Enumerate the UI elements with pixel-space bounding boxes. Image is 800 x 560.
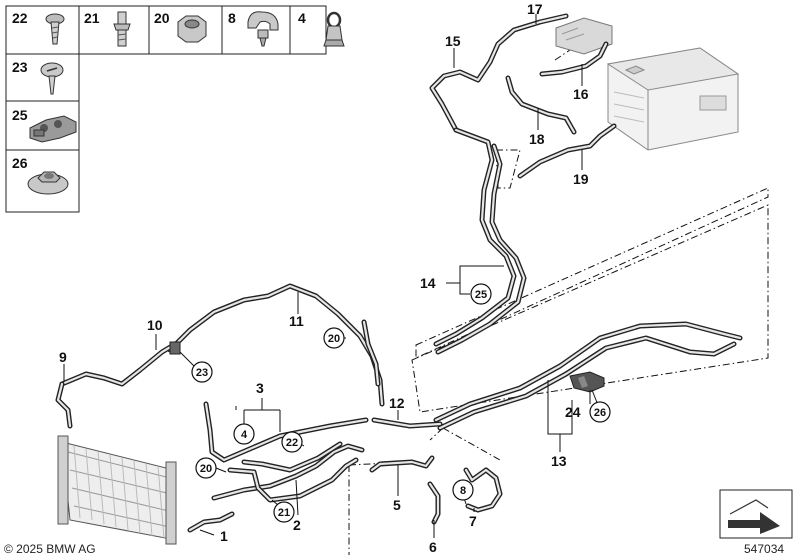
stud-icon — [113, 11, 131, 47]
callout-9: 9 — [59, 349, 67, 365]
circled-ref-26: 26 — [589, 401, 611, 423]
grid-cell-number: 25 — [12, 107, 28, 123]
callout-12: 12 — [389, 395, 405, 411]
copyright-text: © 2025 BMW AG — [4, 542, 96, 556]
bracket-clip-icon — [323, 11, 345, 47]
pipe-clamp-icon — [247, 11, 279, 47]
callout-13: 13 — [551, 453, 567, 469]
grid-cell-number: 22 — [12, 10, 28, 26]
grid-cell-4[interactable]: 4 — [298, 10, 345, 47]
callout-14: 14 — [420, 275, 436, 291]
circled-ref-label: 4 — [241, 429, 248, 441]
diagram-id: 547034 — [744, 542, 784, 556]
callout-7: 7 — [469, 513, 477, 529]
battery-bracket — [555, 17, 613, 55]
pipe-lines — [55, 13, 743, 533]
clip-23 — [169, 341, 181, 355]
bolt-icon — [45, 13, 65, 45]
circled-ref-label: 21 — [278, 507, 290, 519]
hex-nut-icon — [177, 15, 207, 43]
callout-5: 5 — [393, 497, 401, 513]
callout-10: 10 — [147, 317, 163, 333]
grid-cell-number: 4 — [298, 10, 306, 26]
callout-labels: 1 2 3 5 6 7 9 10 11 12 13 14 15 16 17 18… — [59, 1, 589, 555]
circled-references: 4 8 20 20 21 22 23 25 — [191, 283, 611, 523]
footer: © 2025 BMW AG 547034 — [4, 489, 793, 556]
circled-ref-21: 21 — [273, 501, 295, 523]
circled-ref-4: 4 — [233, 423, 255, 445]
grid-cell-26[interactable]: 26 — [12, 155, 69, 195]
callout-3: 3 — [256, 380, 264, 396]
callout-19: 19 — [573, 171, 589, 187]
grid-cell-number: 26 — [12, 155, 28, 171]
grid-cell-8[interactable]: 8 — [228, 10, 279, 47]
callout-18: 18 — [529, 131, 545, 147]
radiator-condenser — [57, 435, 177, 545]
callout-17: 17 — [527, 1, 543, 17]
grid-cell-21[interactable]: 21 — [84, 10, 131, 47]
circled-ref-label: 20 — [328, 333, 340, 345]
callout-6: 6 — [429, 539, 437, 555]
grid-cell-number: 23 — [12, 59, 28, 75]
flange-nut-icon — [27, 171, 69, 195]
callout-16: 16 — [573, 86, 589, 102]
circled-ref-25: 25 — [470, 283, 492, 305]
circled-ref-8: 8 — [452, 479, 474, 501]
parts-grid: 22 21 20 — [5, 5, 345, 213]
grid-cell-number: 21 — [84, 10, 100, 26]
circled-ref-23: 23 — [191, 361, 213, 383]
grid-cell-number: 20 — [154, 10, 170, 26]
leader-lines — [63, 14, 601, 538]
circled-ref-20-lower: 20 — [195, 457, 217, 479]
pipe-holder-icon — [29, 115, 77, 143]
bracket-24 — [569, 371, 605, 393]
circled-ref-label: 25 — [475, 289, 487, 301]
circled-ref-22: 22 — [281, 431, 303, 453]
battery — [606, 47, 740, 151]
screw-icon — [40, 62, 64, 95]
circled-ref-label: 23 — [196, 367, 208, 379]
circled-ref-label: 20 — [200, 463, 212, 475]
callout-24: 24 — [565, 404, 581, 420]
orientation-arrow-icon — [719, 489, 793, 539]
circled-ref-label: 26 — [594, 407, 606, 419]
grid-cell-23[interactable]: 23 — [12, 59, 64, 95]
callout-11: 11 — [289, 313, 304, 329]
grid-cell-25[interactable]: 25 — [12, 107, 77, 143]
grid-cell-22[interactable]: 22 — [12, 10, 65, 45]
circled-ref-20-upper: 20 — [323, 327, 345, 349]
callout-15: 15 — [445, 33, 461, 49]
callout-2: 2 — [293, 517, 301, 533]
circled-ref-label: 8 — [460, 485, 466, 497]
grid-cell-20[interactable]: 20 — [154, 10, 207, 43]
circled-ref-label: 22 — [286, 437, 298, 449]
grid-cell-number: 8 — [228, 10, 236, 26]
callout-1: 1 — [220, 528, 228, 544]
